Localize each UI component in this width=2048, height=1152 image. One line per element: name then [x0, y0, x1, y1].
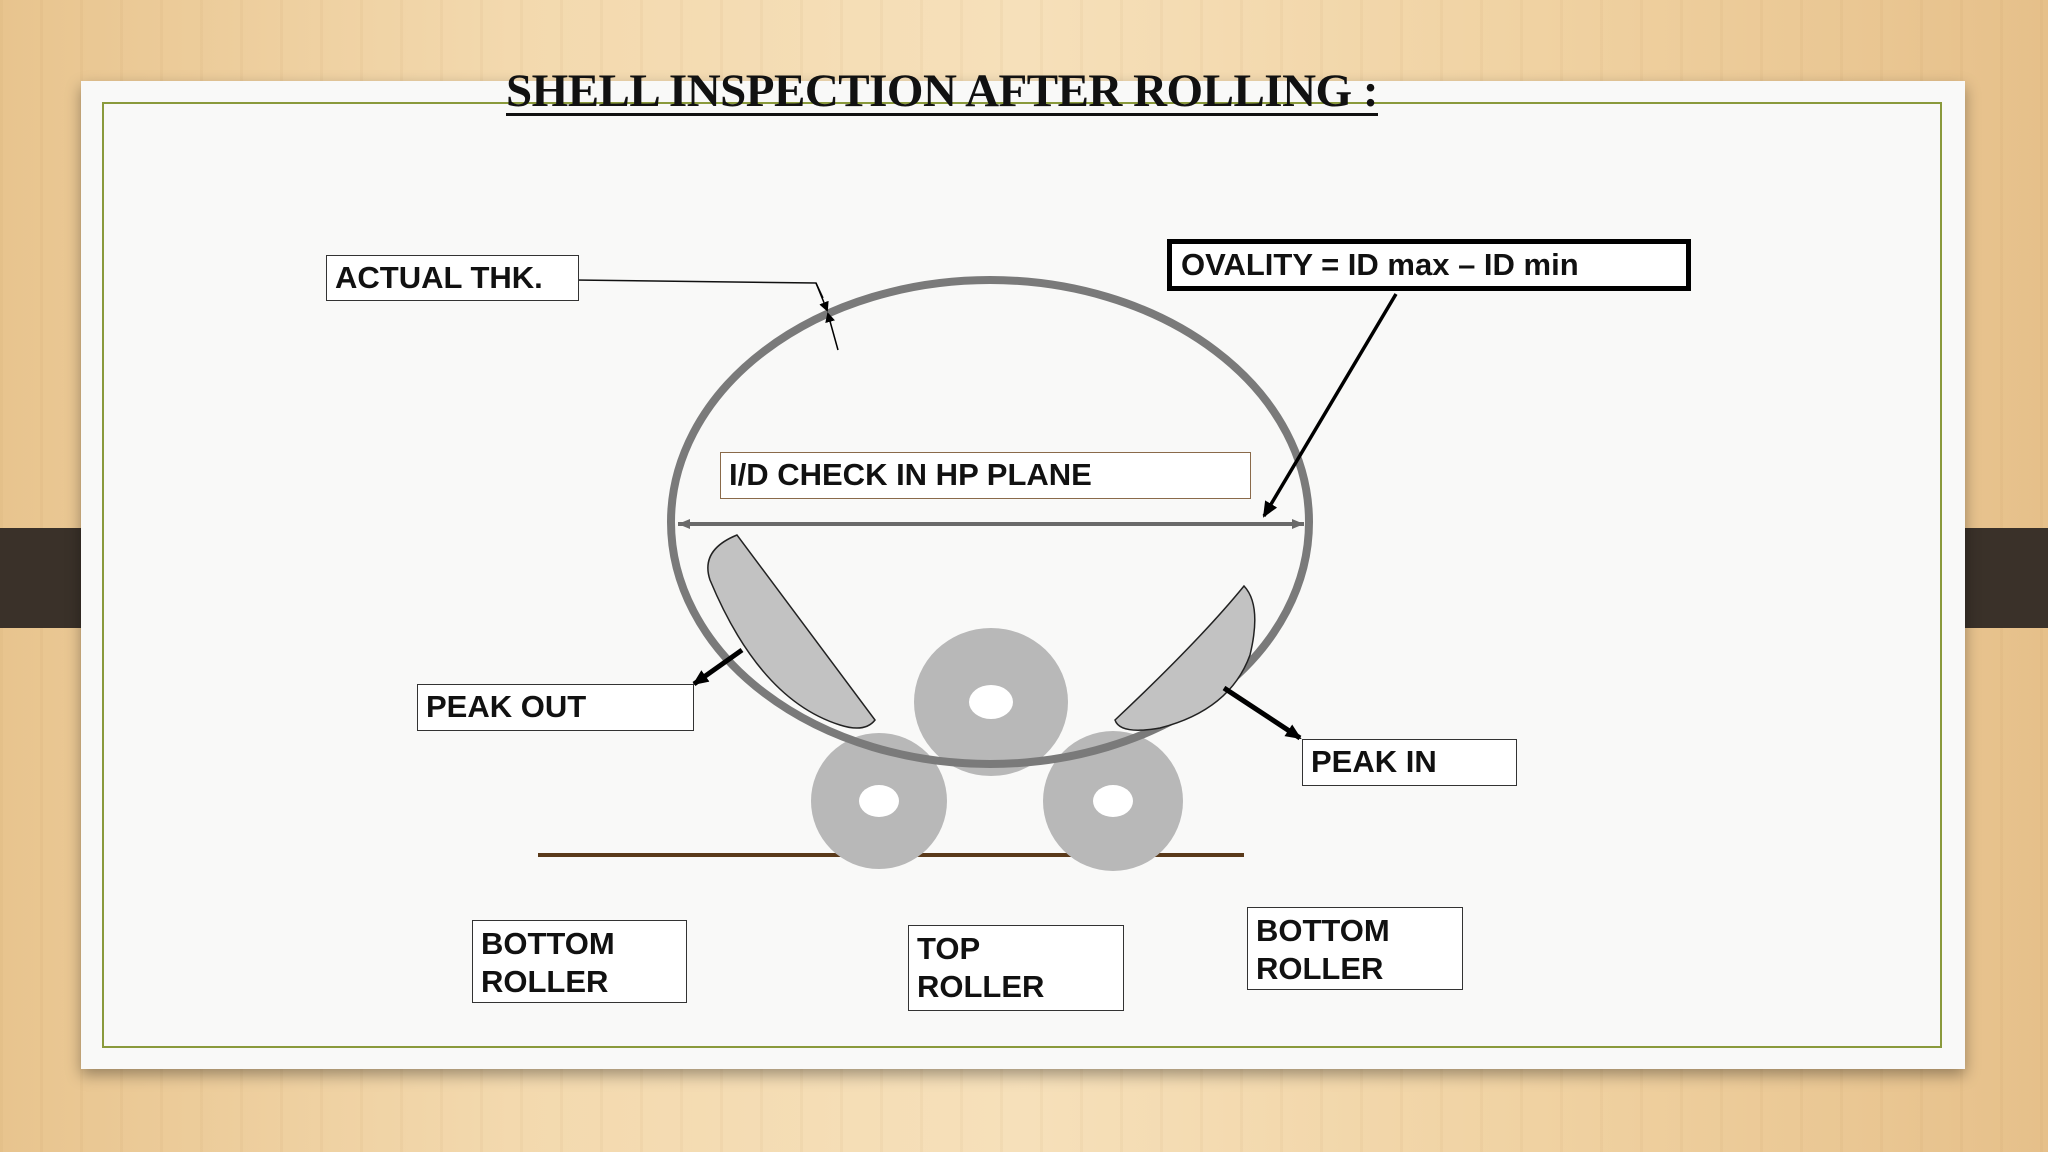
left-bottom-roller: [811, 733, 947, 869]
ovality-arrow: [1262, 293, 1398, 518]
thk-arrow-inner: [825, 312, 839, 351]
thk-arrow-outer: [815, 282, 829, 312]
top-roller: [914, 628, 1068, 776]
peak-in-segment: [1114, 584, 1256, 731]
actual-thk-leader: [573, 279, 824, 299]
peak-in-arrow: [1222, 685, 1302, 741]
peak-out-arrow: [692, 647, 744, 687]
bottom-roller-right-label: BOTTOM ROLLER: [1247, 907, 1463, 990]
actual-thk-label: ACTUAL THK.: [326, 255, 579, 301]
id-check-label: I/D CHECK IN HP PLANE: [720, 452, 1251, 499]
peak-out-label: PEAK OUT: [417, 684, 694, 731]
right-bottom-roller: [1043, 731, 1183, 871]
shell-outline: [667, 276, 1313, 768]
title-area: SHELL INSPECTION AFTER ROLLING :: [0, 0, 2048, 140]
peak-out-segment: [707, 534, 876, 729]
slide-title: SHELL INSPECTION AFTER ROLLING :: [506, 65, 1379, 117]
ovality-label: OVALITY = ID max – ID min: [1167, 239, 1691, 291]
bottom-roller-left-label: BOTTOM ROLLER: [472, 920, 687, 1003]
top-roller-label: TOP ROLLER: [908, 925, 1124, 1011]
slide-frame: [102, 102, 1942, 1048]
peak-in-label: PEAK IN: [1302, 739, 1517, 786]
